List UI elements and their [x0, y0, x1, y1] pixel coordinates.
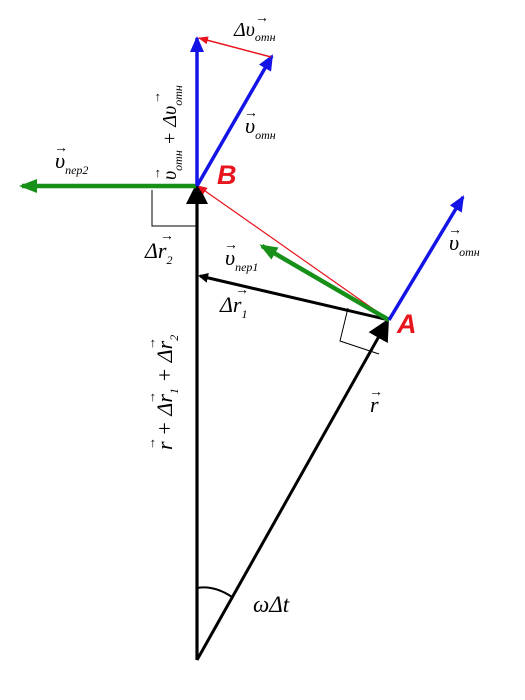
vector-r [195, 318, 389, 661]
svg-text:r: r [370, 392, 379, 417]
svg-text:→: → [160, 229, 174, 244]
svg-text:→: → [148, 167, 163, 180]
svg-text:→: → [143, 437, 158, 450]
svg-text:Δr1: Δr1 [219, 292, 247, 321]
label-omega-dt: ωΔt [253, 592, 290, 617]
label-dr2: Δr2 → [144, 229, 174, 267]
angle-arc [196, 586, 233, 598]
svg-text:→: → [448, 223, 462, 238]
label-v-rel-a: υотн → [448, 223, 480, 259]
svg-text:→: → [148, 91, 163, 104]
red-chord-ab [197, 185, 390, 321]
svg-text:Δυотн: Δυотн [233, 19, 276, 44]
point-label-a: A [396, 309, 417, 339]
svg-text:→: → [244, 106, 258, 121]
label-v-rel-b: υотн → [244, 106, 276, 142]
svg-text:υотн: υотн [245, 113, 276, 142]
svg-text:→: → [143, 391, 158, 404]
svg-text:r + Δr1 + Δr2: r + Δr1 + Δr2 [152, 335, 181, 450]
svg-text:υотн: υотн [449, 230, 480, 259]
label-delta-v-rel: Δυотн → [233, 11, 276, 44]
svg-text:→: → [224, 238, 238, 253]
vector-dr1 [198, 272, 390, 322]
vector-v-rel-a [387, 195, 465, 321]
label-dr1: Δr1 → [219, 283, 249, 321]
svg-text:υотн + Δυотн: υотн + Δυотн [159, 85, 185, 180]
svg-text:→: → [369, 385, 383, 400]
svg-text:Δr2: Δr2 [144, 238, 172, 267]
label-v-tr2: υпер2 → [54, 141, 88, 177]
svg-text:→: → [235, 283, 249, 298]
right-angle-mark-b [151, 190, 196, 227]
svg-text:υпер1: υпер1 [225, 245, 258, 274]
svg-text:→: → [54, 141, 68, 156]
vector-v-rel-b [195, 54, 274, 187]
vector-delta-v-rel [198, 36, 272, 58]
point-label-b: B [217, 160, 237, 190]
label-v-rel-sum: υотн + Δυотн → → [148, 85, 185, 180]
label-r-sum: r + Δr1 + Δr2 → → → [143, 335, 181, 450]
right-angle-mark-a [339, 307, 380, 355]
svg-text:υпер2: υпер2 [55, 148, 88, 177]
svg-text:→: → [255, 11, 269, 26]
label-r: r → [369, 385, 383, 417]
svg-text:→: → [143, 337, 158, 350]
vector-v-tr1 [259, 244, 391, 322]
label-v-tr1: υпер1 → [224, 238, 258, 274]
